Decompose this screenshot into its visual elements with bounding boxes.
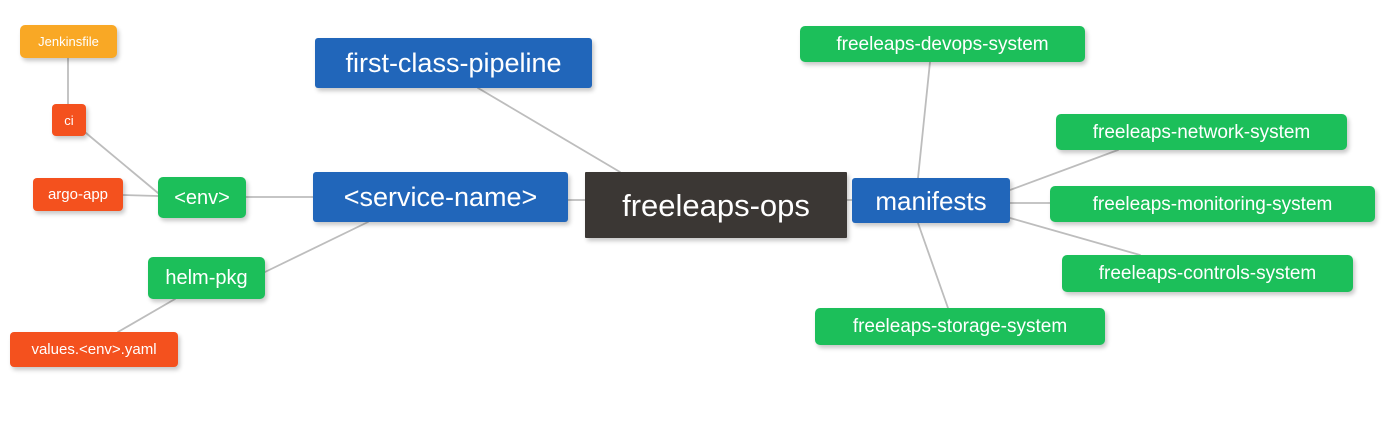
mindmap-node-storage[interactable]: freeleaps-storage-system bbox=[815, 308, 1105, 345]
mindmap-node-argo-app[interactable]: argo-app bbox=[33, 178, 123, 211]
node-label: ci bbox=[64, 112, 74, 128]
mindmap-node-monitoring[interactable]: freeleaps-monitoring-system bbox=[1050, 186, 1375, 222]
edge-manifests-to-network bbox=[1009, 149, 1119, 191]
mindmap-node-values-yaml[interactable]: values.<env>.yaml bbox=[10, 332, 178, 367]
edge-manifests-to-storage bbox=[917, 222, 949, 309]
node-label: freeleaps-ops bbox=[622, 187, 810, 223]
edge-service-name-to-helm-pkg bbox=[264, 221, 369, 273]
node-label: values.<env>.yaml bbox=[31, 341, 157, 358]
node-label: first-class-pipeline bbox=[345, 47, 562, 78]
mindmap-node-controls[interactable]: freeleaps-controls-system bbox=[1062, 255, 1353, 292]
node-label: freeleaps-network-system bbox=[1092, 121, 1311, 143]
node-label: freeleaps-devops-system bbox=[836, 33, 1049, 55]
mindmap-node-env[interactable]: <env> bbox=[158, 177, 246, 218]
mindmap-node-ci[interactable]: ci bbox=[52, 104, 86, 136]
mindmap-node-devops[interactable]: freeleaps-devops-system bbox=[800, 26, 1085, 62]
node-label: argo-app bbox=[47, 186, 109, 203]
edge-manifests-to-controls bbox=[1009, 217, 1141, 256]
mindmap-node-helm-pkg[interactable]: helm-pkg bbox=[148, 257, 265, 299]
edge-manifests-to-devops bbox=[917, 61, 931, 179]
node-label: freeleaps-storage-system bbox=[852, 316, 1068, 337]
mindmap-node-freeleaps-ops[interactable]: freeleaps-ops bbox=[585, 172, 847, 238]
edge-argo-app-to-env bbox=[122, 194, 159, 197]
node-label: freeleaps-controls-system bbox=[1098, 263, 1317, 284]
node-label: <service-name> bbox=[343, 181, 538, 212]
mindmap-node-manifests[interactable]: manifests bbox=[852, 178, 1010, 223]
node-label: freeleaps-monitoring-system bbox=[1092, 193, 1333, 215]
edge-first-class-to-freeleaps-ops bbox=[477, 87, 621, 173]
node-label: Jenkinsfile bbox=[38, 34, 99, 49]
edge-helm-pkg-to-values-yaml bbox=[117, 298, 176, 333]
mindmap-node-network[interactable]: freeleaps-network-system bbox=[1056, 114, 1347, 150]
node-label: helm-pkg bbox=[165, 267, 248, 289]
mindmap-node-service-name[interactable]: <service-name> bbox=[313, 172, 568, 222]
mindmap-node-first-class[interactable]: first-class-pipeline bbox=[315, 38, 592, 88]
node-label: <env> bbox=[174, 186, 230, 209]
node-label: manifests bbox=[875, 185, 987, 216]
mindmap-node-jenkinsfile[interactable]: Jenkinsfile bbox=[20, 25, 117, 58]
